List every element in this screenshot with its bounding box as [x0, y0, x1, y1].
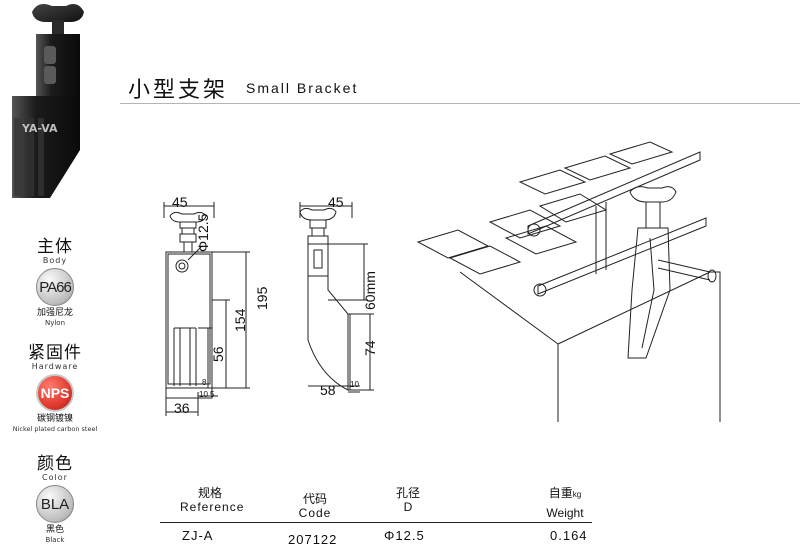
front-bottom-a: 10	[199, 390, 208, 399]
front-bottom-width: 36	[174, 400, 190, 416]
material-hardware-title-en: Hardware	[31, 362, 79, 371]
front-height-total: 195	[254, 286, 270, 310]
material-hardware-desc-cn: 碳钢镀镍	[36, 414, 73, 424]
front-hole-diameter: Φ12.5	[195, 213, 211, 252]
material-body-desc-en: Nylon	[44, 319, 66, 327]
header-weight: 自重kg Weight	[546, 486, 584, 520]
side-top-width: 45	[328, 194, 344, 210]
header-d: 孔径 D	[395, 486, 420, 514]
front-height-slot: 56	[210, 346, 226, 362]
material-body-title-en: Body	[42, 256, 68, 265]
material-hardware-desc-en: Nickel plated carbon steel	[12, 425, 98, 433]
side-bottom-width: 58	[320, 382, 336, 398]
front-bottom-b: 5	[210, 390, 215, 399]
bla-badge: BLA	[36, 485, 74, 523]
front-view-drawing	[163, 202, 250, 416]
table-row: ZJ-A 207122 Φ12.5 0.164	[160, 524, 592, 548]
side-view-drawing	[299, 202, 374, 393]
material-body-desc-cn: 加强尼龙	[36, 308, 73, 318]
cell-d: Φ12.5	[384, 528, 425, 543]
side-lower-height: 74	[362, 340, 378, 356]
front-height-mid: 154	[232, 308, 248, 332]
material-body: 主体 Body PA66 加强尼龙 Nylon	[0, 238, 110, 327]
pa66-badge: PA66	[36, 268, 74, 306]
header-code: 代码 Code	[298, 492, 332, 520]
page-title-en: Small Bracket	[246, 80, 359, 96]
material-color-title-cn: 颜色	[37, 454, 73, 474]
cell-reference: ZJ-A	[182, 528, 214, 543]
page-title-cn: 小型支架	[128, 78, 229, 103]
side-bottom-small: 10	[350, 380, 359, 389]
spec-table: 规格 Reference 代码 Code 孔径 D 自重kg Weight ZJ…	[160, 478, 592, 548]
side-upper-height: 60mm	[362, 271, 378, 310]
table-rule	[160, 522, 592, 523]
material-color: 颜色 Color BLA 黑色 Black	[0, 455, 110, 544]
cell-weight: 0.164	[550, 528, 588, 543]
title-divider	[120, 103, 800, 104]
product-photo: YA-VA	[0, 0, 110, 210]
material-color-title-en: Color	[42, 473, 68, 482]
cell-code: 207122	[288, 532, 338, 547]
material-color-desc-en: Black	[45, 536, 65, 544]
material-hardware-title-cn: 紧固件	[28, 343, 82, 363]
header-reference: 规格 Reference	[180, 486, 245, 514]
material-hardware: 紧固件 Hardware NPS 碳钢镀镍 Nickel plated carb…	[0, 344, 110, 433]
material-body-title-cn: 主体	[37, 237, 73, 257]
front-top-width: 45	[172, 194, 188, 210]
application-drawing	[416, 141, 721, 422]
brand-logo: YA-VA	[21, 122, 58, 135]
nps-badge: NPS	[36, 374, 74, 412]
material-color-desc-cn: 黑色	[45, 525, 64, 535]
front-slot-gap: 8	[202, 378, 207, 387]
